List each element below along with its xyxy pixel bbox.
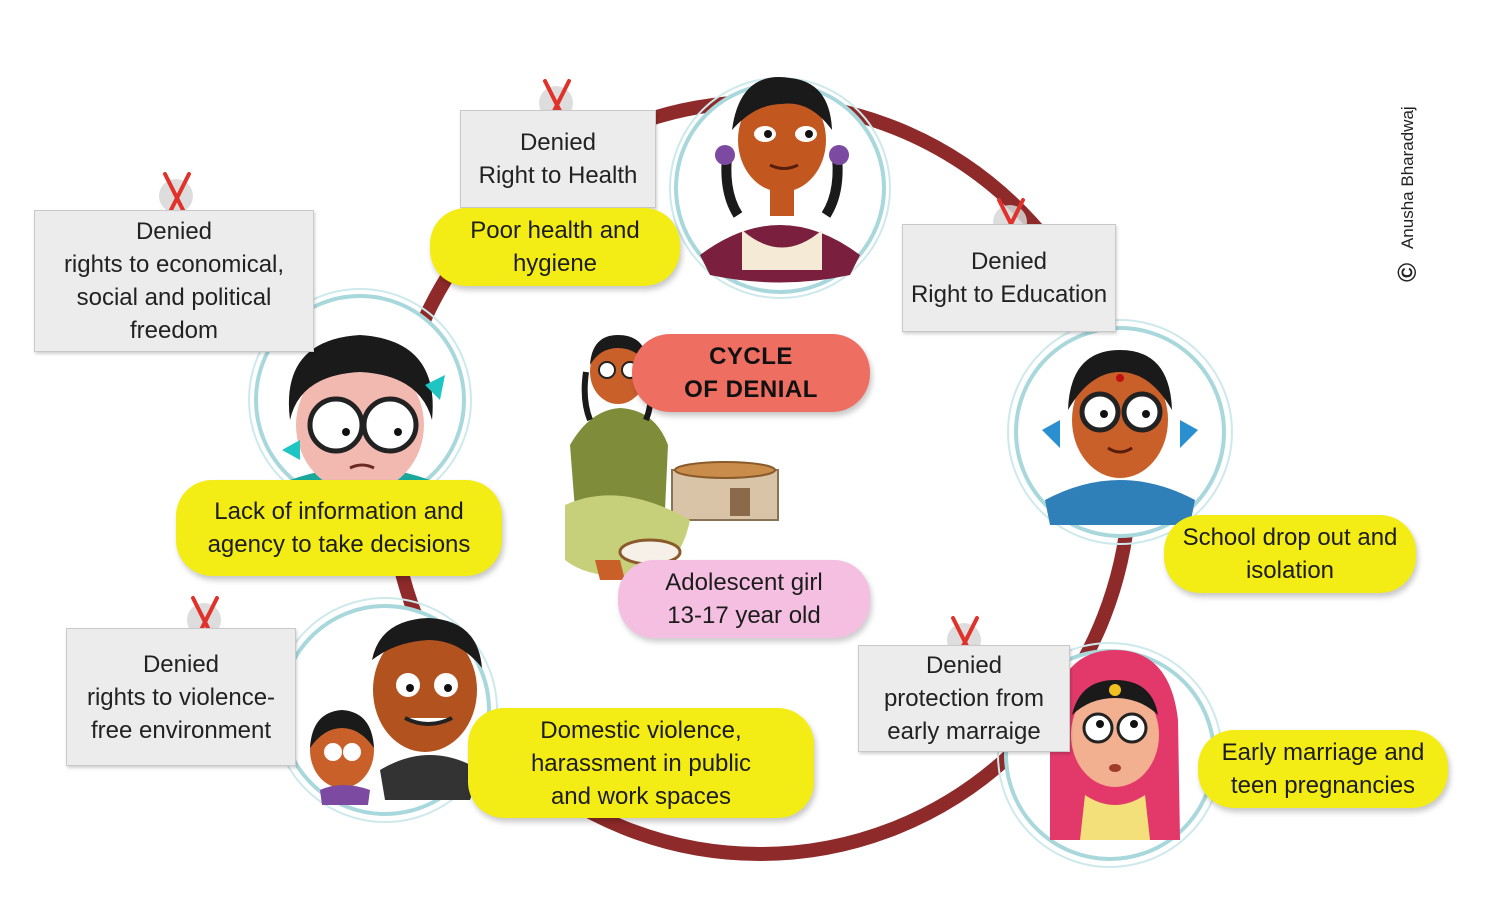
denied-box-line: Denied bbox=[519, 129, 597, 156]
consequence-line: isolation bbox=[1245, 557, 1335, 584]
denied-box-health: Denied Right to Health bbox=[460, 110, 656, 208]
center-label: Adolescent girl 13-17 year old bbox=[618, 560, 870, 638]
denied-box-violence: Denied rights to violence- free environm… bbox=[66, 628, 296, 766]
consequence-line: Poor health and bbox=[470, 217, 640, 244]
denied-box-line: social and political bbox=[76, 284, 272, 311]
denied-box-line: freedom bbox=[129, 317, 219, 344]
consequence-pill-school: School drop out and isolation bbox=[1164, 515, 1416, 593]
consequence-line: agency to take decisions bbox=[207, 531, 471, 558]
consequence-pill-information: Lack of information and agency to take d… bbox=[176, 480, 502, 576]
denied-box-line: Denied bbox=[135, 218, 213, 245]
author-credit: © Anusha Bharadwaj bbox=[1392, 0, 1423, 282]
denied-box-economic: Denied rights to economical, social and … bbox=[34, 210, 314, 352]
consequence-line: hygiene bbox=[512, 250, 598, 277]
consequence-line: Lack of information and bbox=[214, 498, 464, 525]
consequence-pill-violence: Domestic violence, harassment in public … bbox=[468, 708, 814, 818]
cycle-title: CYCLE OF DENIAL bbox=[632, 334, 870, 412]
center-label-line: 13-17 year old bbox=[667, 602, 821, 629]
consequence-line: Early marriage and bbox=[1221, 739, 1425, 766]
consequence-line: Domestic violence, bbox=[540, 716, 742, 744]
denied-box-marriage: Denied protection from early marraige bbox=[858, 645, 1070, 752]
girl-portrait-education bbox=[1007, 319, 1233, 545]
copyright-symbol: © bbox=[1392, 262, 1422, 282]
consequence-line: harassment in public bbox=[530, 749, 752, 777]
center-label-line: Adolescent girl bbox=[665, 569, 823, 596]
denied-box-line: Right to Education bbox=[910, 281, 1108, 308]
consequence-line: teen pregnancies bbox=[1230, 772, 1416, 799]
denied-box-line: rights to violence- bbox=[86, 683, 276, 711]
consequence-pill-health: Poor health and hygiene bbox=[430, 208, 680, 286]
denied-box-line: Denied bbox=[142, 650, 220, 678]
cycle-title-line: CYCLE bbox=[709, 343, 793, 370]
denied-box-line: free environment bbox=[90, 716, 272, 744]
denied-box-line: Denied bbox=[925, 652, 1003, 679]
consequence-line: School drop out and bbox=[1182, 524, 1398, 551]
denied-box-line: Denied bbox=[970, 248, 1048, 275]
author-name: Anusha Bharadwaj bbox=[1398, 106, 1417, 250]
consequence-line: and work spaces bbox=[550, 782, 732, 810]
denied-box-line: protection from bbox=[883, 685, 1045, 712]
denied-box-line: Right to Health bbox=[478, 162, 638, 189]
denied-box-line: rights to economical, bbox=[63, 251, 285, 278]
denied-box-line: early marraige bbox=[887, 718, 1041, 745]
denied-box-education: Denied Right to Education bbox=[902, 224, 1116, 332]
girl-portrait-health bbox=[669, 77, 891, 299]
boy-portrait-violence bbox=[272, 597, 498, 823]
consequence-pill-marriage: Early marriage and teen pregnancies bbox=[1198, 730, 1448, 808]
cycle-title-line: OF DENIAL bbox=[684, 376, 818, 403]
